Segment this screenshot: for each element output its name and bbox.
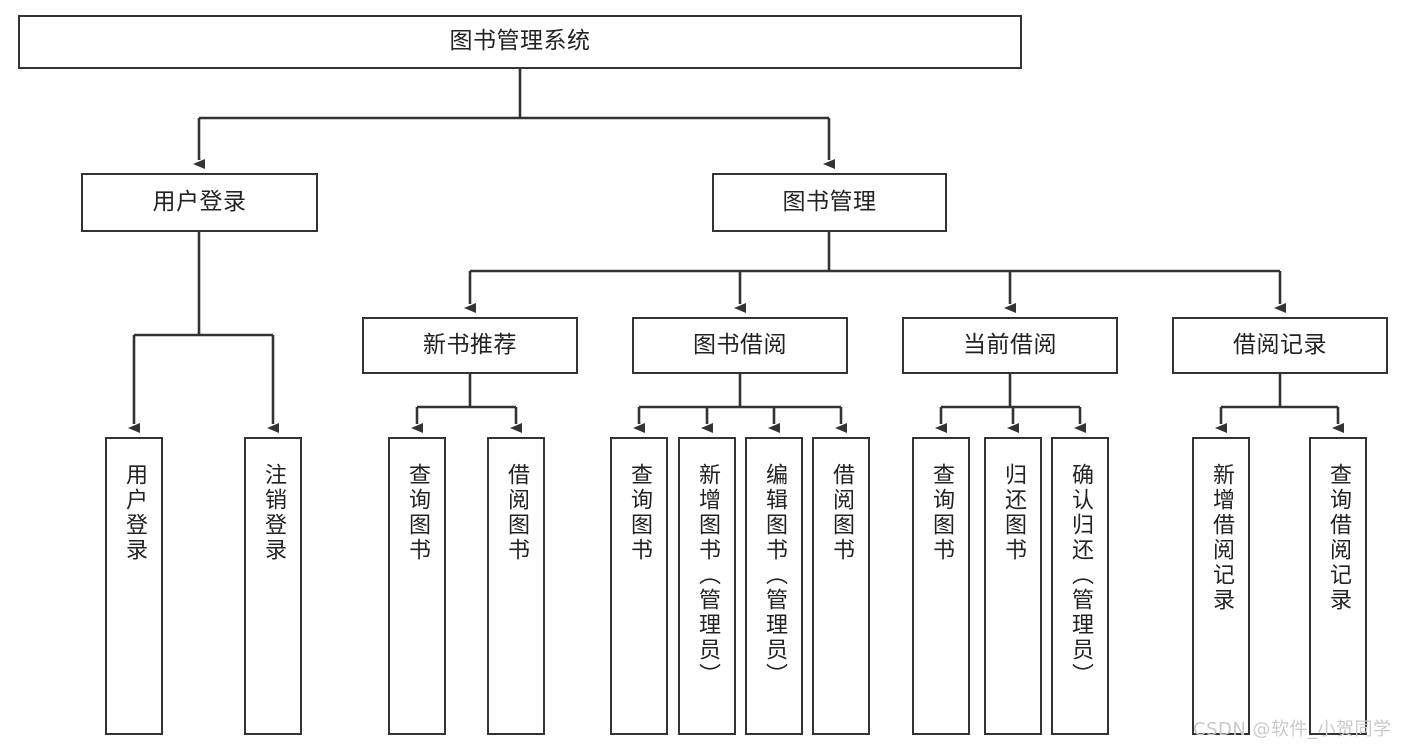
node-new-book-recommend[interactable]: 新书推荐 bbox=[362, 317, 578, 374]
node-borrow-record[interactable]: 借阅记录 bbox=[1172, 317, 1388, 374]
node-label: 借阅图书 bbox=[829, 463, 854, 563]
node-label: 查询图书 bbox=[627, 463, 652, 563]
node-label: 归还图书 bbox=[1001, 463, 1026, 563]
node-leaf-add-book-admin[interactable]: 新增图书（管理员） bbox=[678, 437, 736, 735]
node-label: 用户登录 bbox=[152, 188, 247, 215]
node-label: 借阅记录 bbox=[1233, 331, 1327, 358]
node-user-login[interactable]: 用户登录 bbox=[81, 173, 318, 232]
node-leaf-user-login[interactable]: 用户登录 bbox=[105, 437, 163, 735]
node-leaf-add-borrow-record[interactable]: 新增借阅记录 bbox=[1192, 437, 1250, 735]
node-label: 确认归还（管理员） bbox=[1068, 463, 1093, 688]
node-leaf-return-book[interactable]: 归还图书 bbox=[984, 437, 1042, 735]
node-root[interactable]: 图书管理系统 bbox=[18, 15, 1022, 69]
watermark: CSDN @软件_小贺同学 bbox=[1193, 719, 1392, 740]
node-leaf-query-borrow-record[interactable]: 查询借阅记录 bbox=[1309, 437, 1367, 735]
node-label: 新增图书（管理员） bbox=[695, 463, 720, 688]
node-book-borrow[interactable]: 图书借阅 bbox=[632, 317, 848, 374]
node-label: 查询图书 bbox=[929, 463, 954, 563]
node-label: 图书管理系统 bbox=[449, 28, 591, 55]
node-label: 借阅图书 bbox=[504, 463, 529, 563]
node-label: 用户登录 bbox=[122, 463, 147, 563]
node-label: 新增借阅记录 bbox=[1209, 463, 1234, 613]
node-leaf-borrow-book-1[interactable]: 借阅图书 bbox=[487, 437, 545, 735]
node-current-borrow[interactable]: 当前借阅 bbox=[902, 317, 1118, 374]
node-leaf-query-book-1[interactable]: 查询图书 bbox=[388, 437, 446, 735]
node-label: 查询借阅记录 bbox=[1326, 463, 1351, 613]
node-label: 图书借阅 bbox=[693, 331, 787, 358]
node-book-manage[interactable]: 图书管理 bbox=[712, 173, 947, 232]
node-leaf-edit-book-admin[interactable]: 编辑图书（管理员） bbox=[745, 437, 803, 735]
node-leaf-query-book-3[interactable]: 查询图书 bbox=[912, 437, 970, 735]
node-label: 新书推荐 bbox=[423, 331, 517, 358]
node-label: 图书管理 bbox=[782, 188, 877, 215]
node-leaf-borrow-book-2[interactable]: 借阅图书 bbox=[812, 437, 870, 735]
node-label: 注销登录 bbox=[261, 463, 286, 563]
node-leaf-confirm-return-admin[interactable]: 确认归还（管理员） bbox=[1051, 437, 1109, 735]
node-label: 查询图书 bbox=[405, 463, 430, 563]
node-leaf-user-logout[interactable]: 注销登录 bbox=[244, 437, 302, 735]
node-label: 当前借阅 bbox=[963, 331, 1057, 358]
node-label: 编辑图书（管理员） bbox=[762, 463, 787, 688]
node-leaf-query-book-2[interactable]: 查询图书 bbox=[610, 437, 668, 735]
